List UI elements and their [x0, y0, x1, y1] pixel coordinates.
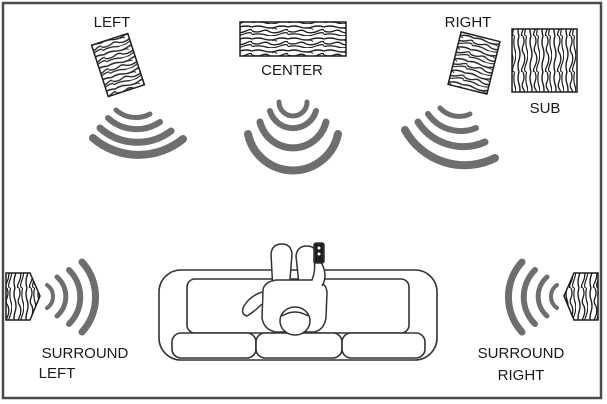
- surround-right-label-line2: RIGHT: [498, 367, 545, 384]
- surround-left-label-line1: SURROUND: [42, 345, 129, 362]
- surround-left-label-line2: LEFT: [39, 365, 76, 382]
- front-left-speaker-icon: [90, 32, 146, 98]
- surround-right-speaker-icon: [563, 272, 599, 321]
- surround-left-sound-wave-icon: [45, 258, 99, 336]
- surround-right-label-line1: SURROUND: [478, 345, 565, 362]
- listener-with-remote-icon: [241, 242, 328, 336]
- front-left-speaker: [90, 32, 146, 98]
- front-left-sound-wave-icon: [89, 107, 187, 159]
- front-right-speaker-icon: [447, 31, 501, 95]
- center-sound-wave-icon: [244, 99, 342, 175]
- center-speaker-icon: [239, 21, 347, 57]
- front-right-speaker: [447, 31, 501, 95]
- front-right-sound-wave-icon: [401, 105, 499, 170]
- surround-left-speaker-icon: [5, 272, 41, 321]
- subwoofer-icon: [511, 28, 578, 93]
- front-left-label: LEFT: [94, 14, 131, 31]
- center-label: CENTER: [261, 62, 323, 79]
- front-right-label: RIGHT: [445, 14, 492, 31]
- surround-right-sound-wave-icon: [505, 258, 559, 336]
- room-boundary: [1, 1, 603, 400]
- subwoofer-label: SUB: [530, 100, 561, 117]
